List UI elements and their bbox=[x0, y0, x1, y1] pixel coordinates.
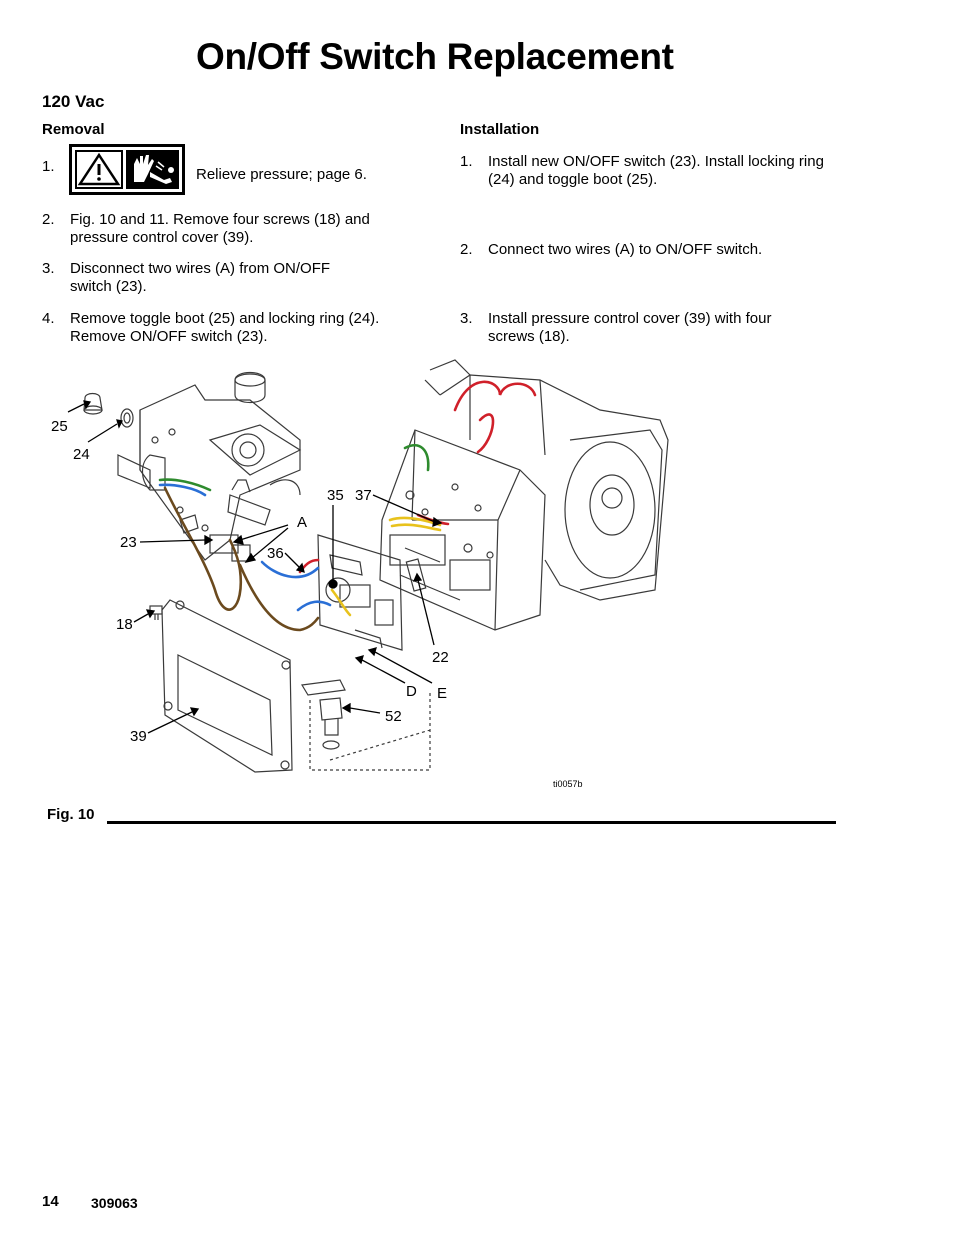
callout-25: 25 bbox=[51, 418, 68, 435]
installation-step-2: 2. Connect two wires (A) to ON/OFF switc… bbox=[460, 241, 860, 261]
callout-36: 36 bbox=[267, 545, 284, 562]
step-number: 2. bbox=[460, 241, 473, 258]
control-box bbox=[379, 429, 546, 631]
installation-step-3: 3. Install pressure control cover (39) w… bbox=[460, 310, 860, 350]
callout-a: A bbox=[297, 514, 308, 531]
installation-step-1: 1. Install new ON/OFF switch (23). Insta… bbox=[460, 153, 860, 193]
callout-39: 39 bbox=[130, 728, 147, 745]
page-number: 14 bbox=[42, 1193, 59, 1210]
step-number: 1. bbox=[460, 153, 473, 170]
callout-18: 18 bbox=[116, 616, 133, 633]
removal-heading: Removal bbox=[42, 121, 105, 138]
toggle-boot-and-ring bbox=[83, 392, 134, 428]
callout-d: D bbox=[406, 683, 417, 700]
removal-step-3: 3. Disconnect two wires (A) from ON/OFF … bbox=[42, 260, 402, 300]
callout-24: 24 bbox=[73, 446, 90, 463]
removal-step-2: 2. Fig. 10 and 11. Remove four screws (1… bbox=[42, 211, 402, 251]
circuit-board bbox=[317, 534, 427, 651]
document-number: 309063 bbox=[91, 1195, 138, 1211]
step-text: Fig. 10 and 11. Remove four screws (18) … bbox=[70, 211, 370, 246]
step-number: 2. bbox=[42, 211, 55, 228]
pressure-transducer bbox=[301, 679, 431, 771]
pressure-control-cover bbox=[161, 599, 293, 773]
callout-23: 23 bbox=[120, 534, 137, 551]
step-text: Install pressure control cover (39) with… bbox=[488, 310, 772, 345]
motor-assembly bbox=[424, 359, 669, 601]
warning-symbols bbox=[69, 144, 185, 195]
step-number: 1. bbox=[42, 158, 55, 175]
figure-image-id: ti0057b bbox=[553, 779, 583, 789]
callout-37: 37 bbox=[355, 487, 372, 504]
step-text: Relieve pressure; page 6. bbox=[196, 166, 367, 183]
step-number: 3. bbox=[42, 260, 55, 277]
page-title: On/Off Switch Replacement bbox=[196, 36, 674, 77]
step-number: 4. bbox=[42, 310, 55, 327]
pressure-injection-hand-icon bbox=[126, 150, 179, 189]
step-text: Connect two wires (A) to ON/OFF switch. bbox=[488, 241, 763, 258]
callout-35: 35 bbox=[327, 487, 344, 504]
installation-heading: Installation bbox=[460, 121, 540, 138]
callout-e: E bbox=[437, 685, 448, 702]
step-text: Install new ON/OFF switch (23). Install … bbox=[488, 153, 824, 188]
callout-52: 52 bbox=[385, 708, 402, 725]
exploded-view-drawing bbox=[67, 359, 669, 773]
figure-label: Fig. 10 bbox=[47, 806, 95, 823]
removal-step-1: 1. Relieve pressure; page 6. bbox=[42, 158, 402, 183]
exploded-view-figure: 25 24 23 18 39 35 37 A 36 22 D E 52 ti00… bbox=[0, 355, 954, 815]
removal-step-4: 4. Remove toggle boot (25) and locking r… bbox=[42, 310, 412, 350]
switch-housing bbox=[117, 371, 302, 562]
warning-triangle-icon bbox=[75, 150, 123, 189]
step-text: Remove toggle boot (25) and locking ring… bbox=[70, 310, 380, 345]
section-heading: 120 Vac bbox=[42, 92, 105, 111]
step-text: Disconnect two wires (A) from ON/OFF swi… bbox=[70, 260, 331, 295]
figure-rule bbox=[107, 821, 836, 824]
callout-22: 22 bbox=[432, 649, 449, 666]
step-number: 3. bbox=[460, 310, 473, 327]
